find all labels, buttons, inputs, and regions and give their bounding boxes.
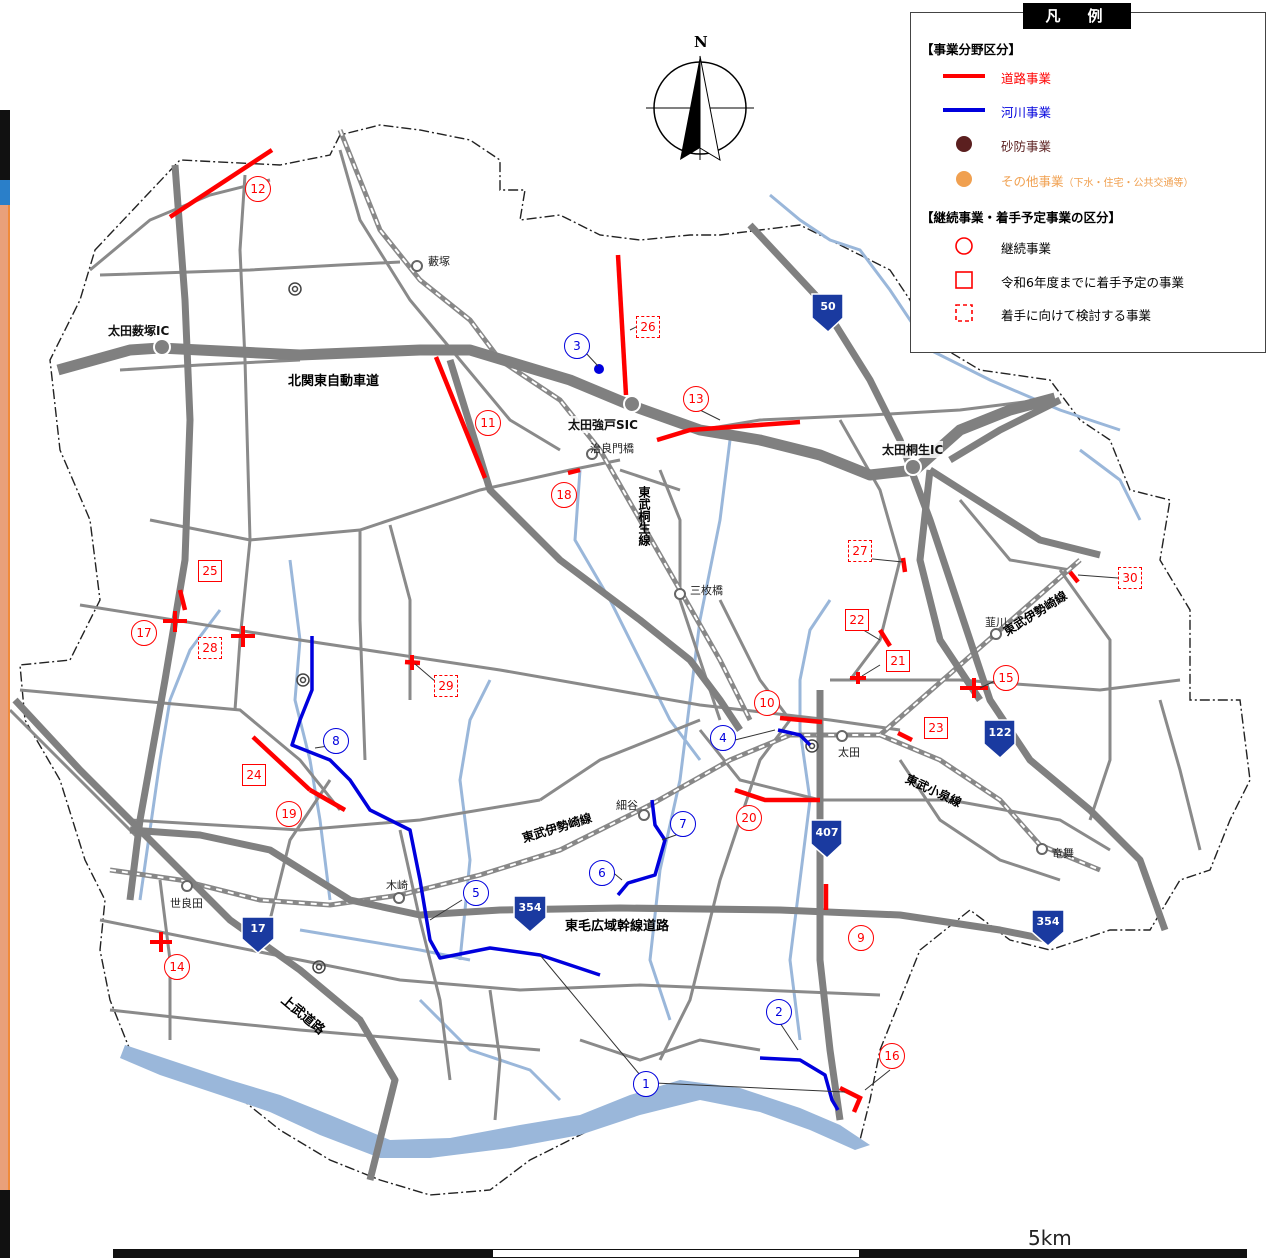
red-line-icon — [943, 74, 985, 78]
project-marker-study-29: 29 — [434, 675, 458, 697]
station-markers — [181, 260, 1048, 904]
legend-section-status: 【継続事業・着手予定事業の区分】 — [921, 210, 1122, 225]
legend-scheduled: 令和6年度までに着手予定の事業 — [939, 269, 1259, 291]
left-edge-strip — [0, 110, 10, 180]
square-icon — [955, 271, 973, 289]
legend-continuing: 継続事業 — [939, 235, 1259, 257]
project-marker-road-15: 15 — [993, 665, 1019, 691]
scale-bar-black-1 — [113, 1249, 493, 1258]
interchange-label: 太田強戸SIC — [568, 416, 638, 433]
station-label: 藪塚 — [428, 255, 450, 268]
project-marker-scheduled-22: 22 — [845, 609, 869, 631]
intersection-projects — [150, 611, 988, 952]
project-marker-study-28: 28 — [198, 637, 222, 659]
legend-section-project-field: 【事業分野区分】 — [921, 42, 1022, 57]
legend-road-project: 道路事業 — [939, 65, 1259, 87]
project-marker-road-13: 13 — [683, 386, 709, 412]
local-roads — [8, 149, 1202, 1121]
dashed-square-icon — [955, 304, 973, 322]
route-shield-number: 17 — [250, 922, 266, 935]
tone-river — [120, 1045, 870, 1158]
project-marker-river-2: 2 — [766, 999, 792, 1025]
project-marker-river-7: 7 — [670, 811, 696, 837]
station-label: 木崎 — [386, 879, 408, 892]
legend-river-project: 河川事業 — [939, 99, 1259, 121]
interchange-markers — [153, 338, 922, 476]
left-edge-strip-orange — [0, 205, 10, 1190]
legend-other-project: その他事業（下水・住宅・公共交通等） — [939, 168, 1259, 190]
project-marker-road-18: 18 — [551, 482, 577, 508]
project-marker-road-12: 12 — [245, 176, 271, 202]
left-edge-strip-blue — [0, 180, 10, 205]
scale-bar-white — [493, 1249, 859, 1258]
interchange-label: 太田桐生IC — [882, 441, 944, 458]
station-label: 竜舞 — [1052, 847, 1074, 860]
project-marker-scheduled-25: 25 — [198, 560, 222, 582]
route-shield-number: 354 — [1036, 915, 1060, 928]
kita-kanto-expressway — [56, 342, 1057, 481]
interchange-label: 太田薮塚IC — [108, 322, 170, 339]
scale-label: 5km — [1028, 1226, 1072, 1250]
legend-title: 凡 例 — [1023, 3, 1131, 29]
scale-bar-black-2 — [859, 1249, 1247, 1258]
route-shield-number: 407 — [815, 826, 839, 839]
station-label: 韮川 — [985, 616, 1007, 629]
project-marker-river-3: 3 — [564, 333, 590, 359]
city-boundary — [19, 124, 1251, 1196]
legend-sabo-project: 砂防事業 — [939, 133, 1259, 155]
project-marker-road-19: 19 — [276, 801, 302, 827]
river-projects — [290, 636, 840, 1111]
sabo-project-3-dot — [594, 364, 604, 374]
legend-panel: 凡 例 【事業分野区分】 道路事業 河川事業 砂防事業 その他事業（下水・住宅・… — [910, 3, 1266, 353]
circle-icon — [955, 237, 973, 255]
station-label: 世良田 — [170, 897, 203, 910]
project-marker-study-27: 27 — [848, 540, 872, 562]
project-marker-road-10: 10 — [754, 690, 780, 716]
railways — [109, 129, 1101, 908]
legend-under-study: 着手に向けて検討する事業 — [939, 302, 1259, 324]
office-markers — [288, 282, 819, 974]
station-label: 細谷 — [616, 799, 638, 812]
project-marker-road-17: 17 — [131, 620, 157, 646]
station-label: 太田 — [838, 746, 860, 759]
station-label: 三枚橋 — [690, 584, 723, 597]
major-roads — [12, 164, 1169, 1181]
project-marker-study-26: 26 — [636, 316, 660, 338]
project-marker-river-5: 5 — [463, 880, 489, 906]
project-marker-road-20: 20 — [736, 805, 762, 831]
route-shield-number: 354 — [518, 901, 542, 914]
project-marker-road-14: 14 — [164, 954, 190, 980]
project-marker-river-8: 8 — [323, 728, 349, 754]
road-projects — [168, 148, 1080, 1113]
highway-label: 東毛広域幹線道路 — [565, 919, 670, 934]
route-shield-number: 50 — [820, 300, 836, 313]
highway-label: 北関東自動車道 — [288, 374, 380, 389]
rail-line-label: 東武桐生線 — [637, 486, 651, 546]
project-marker-scheduled-24: 24 — [242, 764, 266, 786]
project-marker-scheduled-23: 23 — [924, 717, 948, 739]
project-marker-river-1: 1 — [633, 1071, 659, 1097]
project-marker-road-9: 9 — [848, 925, 874, 951]
project-marker-scheduled-21: 21 — [886, 650, 910, 672]
project-marker-river-6: 6 — [589, 860, 615, 886]
route-shield-number: 122 — [988, 726, 1012, 739]
project-marker-study-30: 30 — [1118, 567, 1142, 589]
brown-dot-icon — [956, 136, 972, 152]
compass-north-label: N — [694, 33, 708, 51]
station-label: 治良門橋 — [590, 442, 634, 455]
orange-dot-icon — [956, 171, 972, 187]
north-arrow-icon — [646, 55, 754, 162]
blue-line-icon — [943, 108, 985, 112]
project-marker-road-16: 16 — [879, 1043, 905, 1069]
route-shield-shapes — [241, 293, 1065, 954]
project-marker-road-11: 11 — [475, 410, 501, 436]
left-edge-strip-bottom — [0, 1190, 10, 1258]
project-marker-river-4: 4 — [710, 725, 736, 751]
